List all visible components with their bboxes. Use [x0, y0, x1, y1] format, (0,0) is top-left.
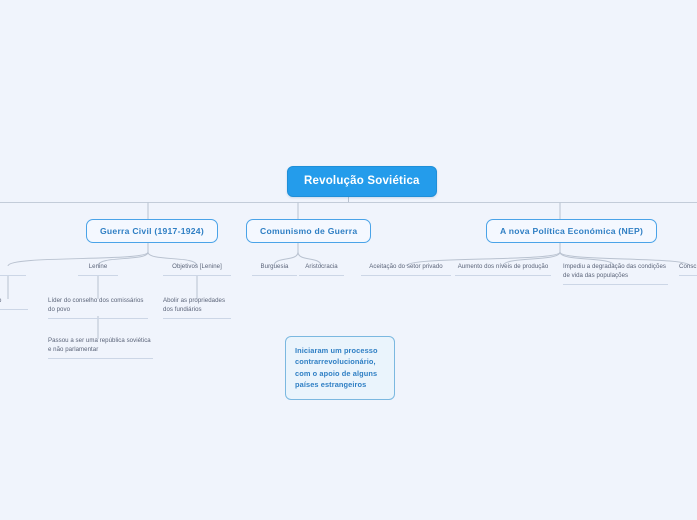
leaf-node-setor-privado[interactable]: Aceitação do setor privado — [361, 263, 451, 276]
leaf-node-niveis-producao[interactable]: Aumento dos níveis de produção — [455, 263, 551, 276]
branch-node-guerra-civil[interactable]: Guerra Civil (1917-1924) — [86, 219, 218, 243]
callout-node-contrarrevolucao[interactable]: Iniciaram um processo contrarrevolucioná… — [285, 336, 395, 400]
leaf-label: Burguesia — [260, 263, 289, 270]
leaf-label: Impediu a degradação das condições de vi… — [563, 263, 666, 279]
leaf-label: Abolir as propriedades dos fundiários — [163, 297, 226, 313]
leaf-label: Objetivos [Lenine] — [172, 263, 222, 270]
leaf-node-objetivos-lenine[interactable]: Objetivos [Lenine] — [163, 263, 231, 276]
leaf-label: Aumento dos níveis de produção — [457, 263, 549, 270]
branch-node-label: A nova Política Económica (NEP) — [500, 226, 644, 236]
leaf-label: Aristocracia — [305, 263, 338, 270]
leaf-node-republica-sovietica[interactable]: Passou a ser uma república soviética e n… — [48, 337, 153, 359]
callout-label: Iniciaram um processo contrarrevolucioná… — [295, 346, 378, 389]
leaf-node-clipped-left-2[interactable]: rovisório — [0, 297, 28, 310]
leaf-node-clipped-right[interactable]: Consc — [679, 263, 697, 276]
leaf-node-burguesia[interactable]: Burguesia — [252, 263, 297, 276]
leaf-label: Consc — [679, 263, 697, 270]
leaf-label: Lenine — [88, 263, 108, 270]
branch-node-nep[interactable]: A nova Política Económica (NEP) — [486, 219, 658, 243]
leaf-node-abolir-propriedades[interactable]: Abolir as propriedades dos fundiários — [163, 297, 231, 319]
branch-node-label: Comunismo de Guerra — [260, 226, 358, 236]
leaf-label: Líder do conselho dos comissários do pov… — [48, 297, 144, 313]
leaf-node-aristocracia[interactable]: Aristocracia — [299, 263, 344, 276]
leaf-node-lenine[interactable]: Lenine — [78, 263, 118, 276]
leaf-label: rovisório — [0, 297, 1, 304]
branch-node-comunismo-de-guerra[interactable]: Comunismo de Guerra — [246, 219, 372, 243]
leaf-label: Aceitação do setor privado — [369, 263, 443, 270]
leaf-node-degradacao-condicoes[interactable]: Impediu a degradação das condições de vi… — [563, 263, 668, 285]
root-node-label: Revolução Soviética — [304, 175, 420, 187]
leaf-label: Passou a ser uma república soviética e n… — [48, 337, 151, 353]
branch-node-label: Guerra Civil (1917-1924) — [100, 226, 204, 236]
leaf-node-clipped-left-1[interactable]: 7 — [0, 263, 26, 276]
leaf-node-lider-conselho[interactable]: Líder do conselho dos comissários do pov… — [48, 297, 148, 319]
root-node-revolucao-sovietica[interactable]: Revolução Soviética — [287, 166, 437, 197]
